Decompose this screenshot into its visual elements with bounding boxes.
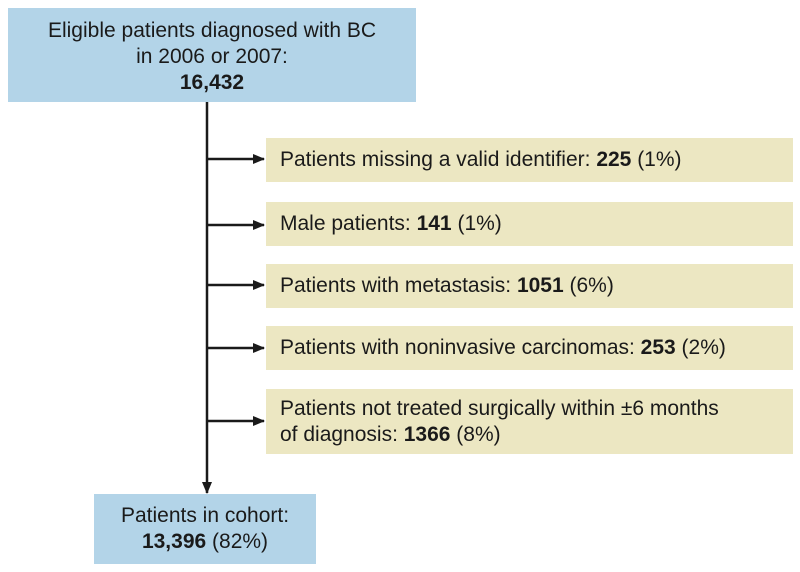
- exclusion-count: 253: [640, 336, 676, 359]
- exclusion-count: 1051: [516, 274, 564, 297]
- exclusion-pct: (6%): [563, 274, 614, 297]
- exclusion-label-line2: of diagnosis:: [280, 422, 404, 446]
- eligible-count: 16,432: [179, 71, 245, 94]
- exclusion-label: Patients with metastasis:: [280, 274, 517, 297]
- exclusion-box-male: Male patients: 141 (1%): [266, 202, 793, 246]
- cohort-box: Patients in cohort: 13,396 (82%): [94, 494, 316, 564]
- exclusion-label: Patients not treated surgically within ±…: [280, 396, 719, 420]
- exclusion-pct: (1%): [631, 148, 682, 171]
- cohort-pct: (82%): [206, 530, 269, 553]
- exclusion-label: Male patients:: [280, 212, 417, 235]
- exclusion-box-noninvasive: Patients with noninvasive carcinomas: 25…: [266, 326, 793, 370]
- exclusion-label: Patients missing a valid identifier:: [280, 148, 597, 171]
- exclusion-count: 225: [596, 148, 632, 171]
- exclusion-box-metastasis: Patients with metastasis: 1051 (6%): [266, 264, 793, 308]
- exclusion-count: 141: [416, 212, 452, 235]
- exclusion-count: 1366: [403, 422, 451, 446]
- exclusion-pct: (8%): [450, 422, 501, 446]
- exclusion-pct: (2%): [675, 336, 726, 359]
- exclusion-box-missing-identifier: Patients missing a valid identifier: 225…: [266, 138, 793, 182]
- eligible-line2: in 2006 or 2007:: [136, 45, 288, 68]
- eligible-patients-box: Eligible patients diagnosed with BC in 2…: [8, 8, 416, 102]
- exclusion-box-not-treated-surgically: Patients not treated surgically within ±…: [266, 389, 793, 454]
- exclusion-pct: (1%): [451, 212, 502, 235]
- cohort-count: 13,396: [141, 530, 207, 553]
- eligible-line1: Eligible patients diagnosed with BC: [47, 19, 377, 42]
- cohort-count-line: 13,396 (82%): [94, 529, 316, 555]
- exclusion-label: Patients with noninvasive carcinomas:: [280, 336, 641, 359]
- cohort-line1: Patients in cohort:: [120, 504, 290, 527]
